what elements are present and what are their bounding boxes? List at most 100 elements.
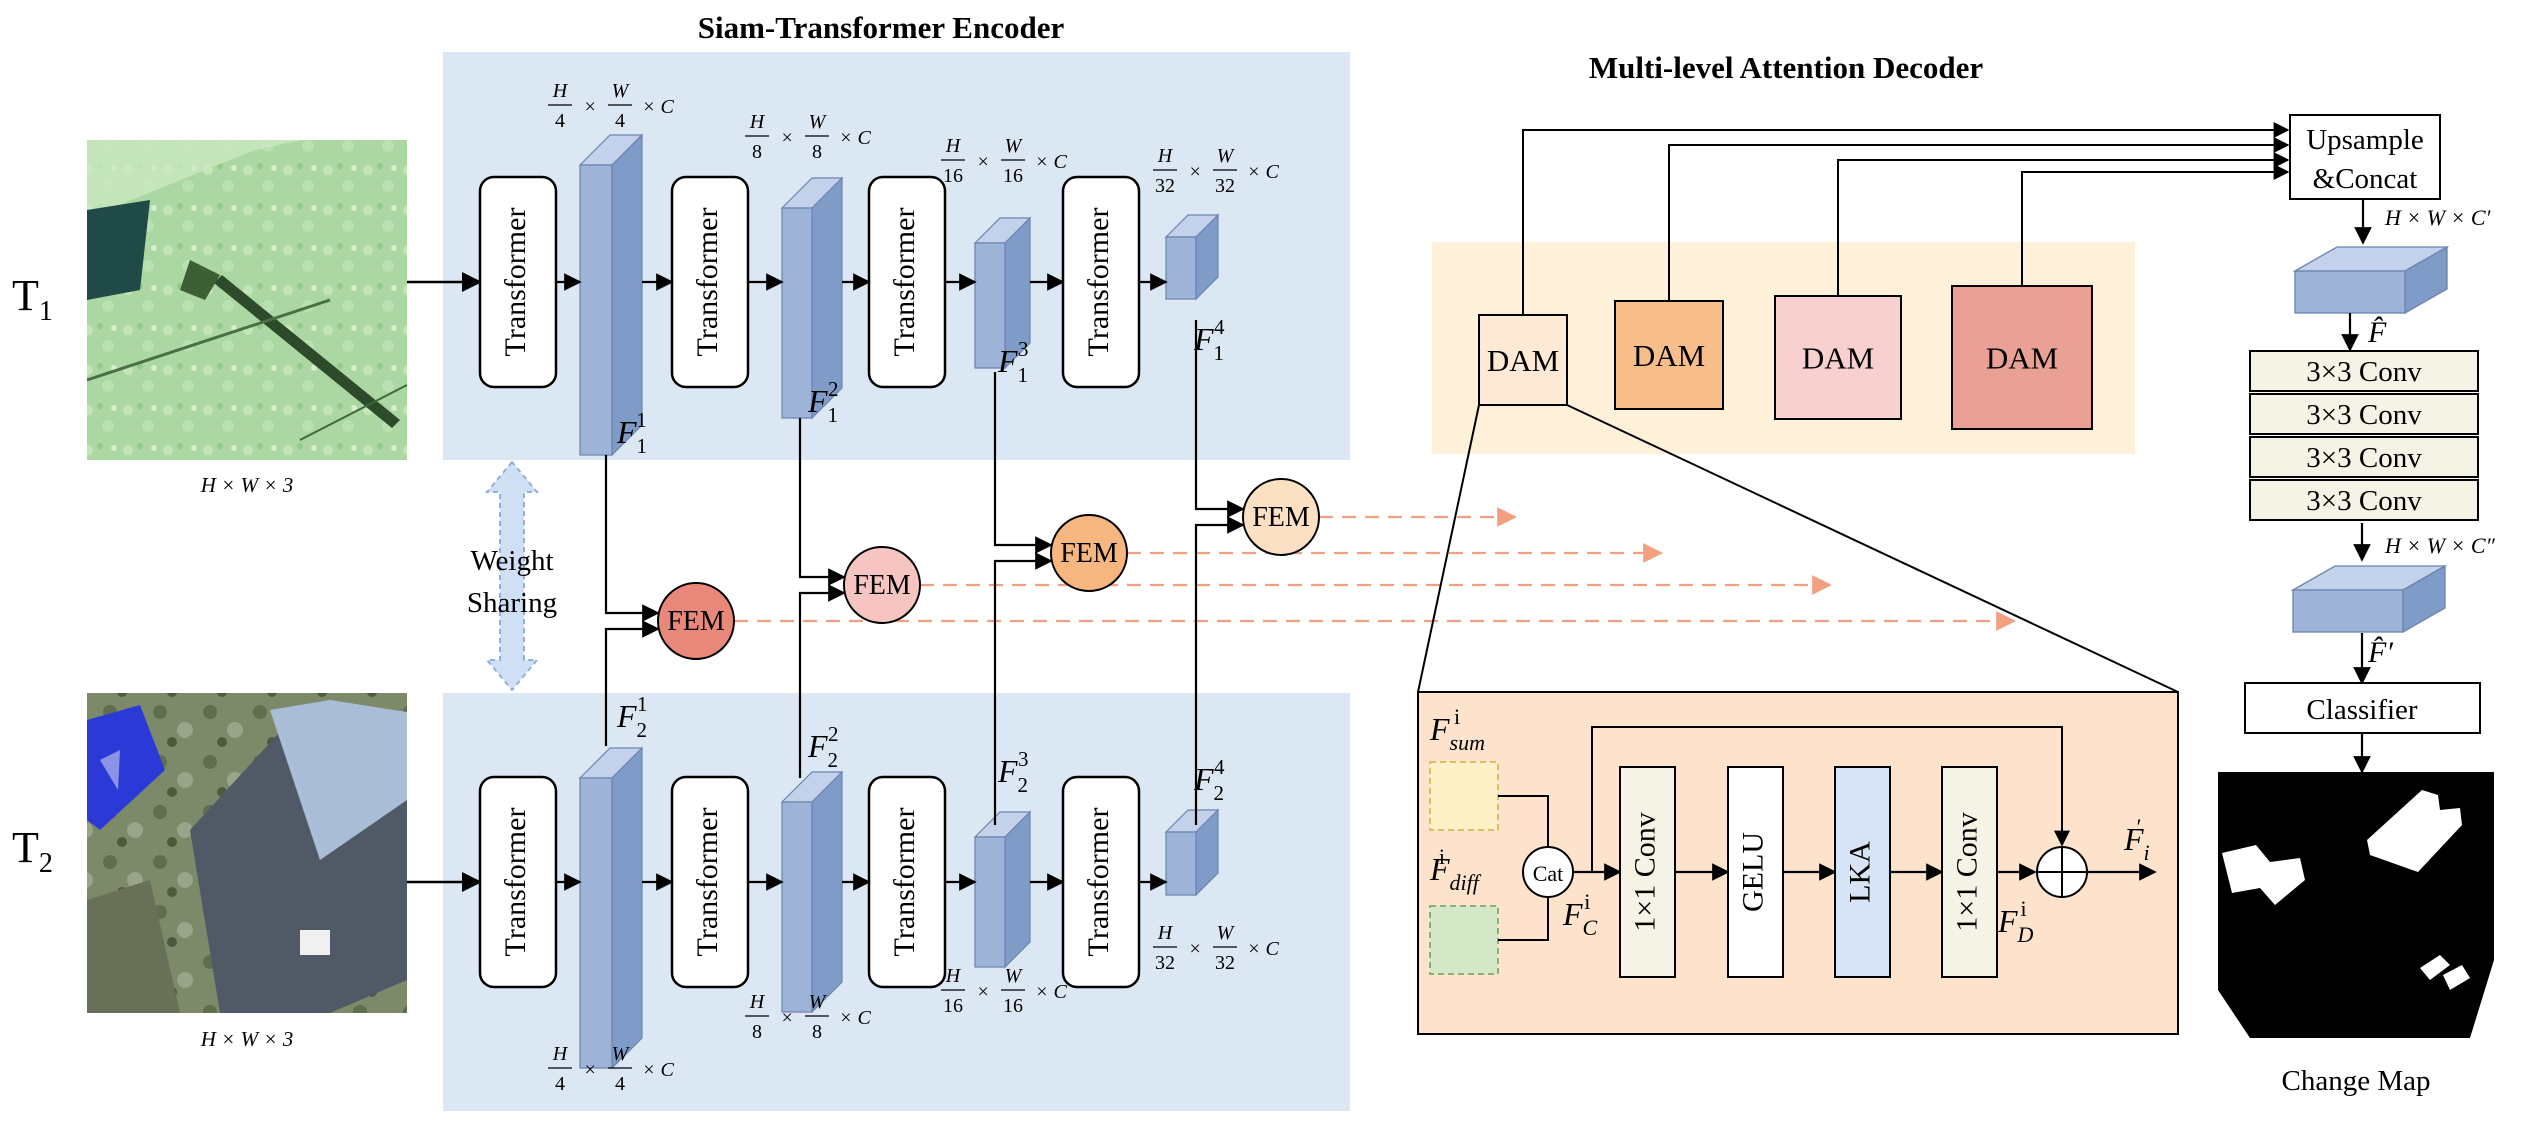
conv3x3-1: 3×3 Conv xyxy=(2249,350,2479,392)
svg-text:DAM: DAM xyxy=(1633,338,1705,373)
dim-c-double-prime: H × W × C″ xyxy=(2384,533,2496,558)
svg-text:8: 8 xyxy=(752,141,762,163)
svg-text:×: × xyxy=(583,1059,597,1081)
svg-text:× C: × C xyxy=(642,1059,674,1081)
feature-label-top-3: F13 xyxy=(997,337,1029,387)
svg-text:16: 16 xyxy=(943,165,963,187)
svg-text:FEM: FEM xyxy=(853,570,911,601)
dim-stage4-bottom: H32×W32× C xyxy=(1153,922,1279,974)
upsample-concat-box xyxy=(2289,114,2441,200)
svg-text:× C: × C xyxy=(1035,151,1067,173)
svg-text:3×3 Conv: 3×3 Conv xyxy=(2306,485,2422,517)
svg-text:W: W xyxy=(1005,965,1024,987)
feature-block-4 xyxy=(1164,808,1220,897)
svg-text:32: 32 xyxy=(1155,175,1175,197)
transformer-1: Transformer xyxy=(478,175,558,389)
svg-text:1×1 Conv: 1×1 Conv xyxy=(1950,812,1983,931)
conv3x3-2: 3×3 Conv xyxy=(2249,393,2479,435)
svg-text:Transformer: Transformer xyxy=(888,808,921,957)
svg-text:W: W xyxy=(1005,135,1024,157)
svg-text:× C: × C xyxy=(839,1007,871,1029)
dim-stage1-top: H4×W4× C xyxy=(548,80,674,132)
svg-text:3×3 Conv: 3×3 Conv xyxy=(2306,399,2422,431)
svg-text:8: 8 xyxy=(812,141,822,163)
t2-label: T2 xyxy=(12,823,53,879)
concat-node: Cat xyxy=(1522,846,1574,898)
svg-text:Transformer: Transformer xyxy=(691,808,724,957)
feature-block-2 xyxy=(780,176,844,420)
svg-text:8: 8 xyxy=(812,1021,822,1043)
svg-text:×: × xyxy=(780,127,794,149)
concat-label: &Concat xyxy=(2313,163,2418,195)
svg-text:× C: × C xyxy=(642,96,674,118)
feature-block-1 xyxy=(578,133,644,457)
feature-label-top-1: F11 xyxy=(616,408,647,458)
svg-text:×: × xyxy=(780,1007,794,1029)
svg-text:4: 4 xyxy=(615,110,625,132)
svg-text:16: 16 xyxy=(1003,165,1023,187)
svg-text:H: H xyxy=(945,965,962,987)
dim-stage3-bottom: H16×W16× C xyxy=(941,965,1067,1017)
refined-feature-block xyxy=(2290,564,2448,634)
conv1x1-first: 1×1 Conv xyxy=(1619,766,1676,978)
svg-text:4: 4 xyxy=(555,110,565,132)
conv3x3-3: 3×3 Conv xyxy=(2249,436,2479,478)
dim-stage2-bottom: H8×W8× C xyxy=(745,991,871,1043)
svg-text:H: H xyxy=(749,991,766,1013)
svg-text:LKA: LKA xyxy=(1843,841,1876,903)
feature-label-bottom-2: F22 xyxy=(807,722,839,772)
svg-text:Classifier: Classifier xyxy=(2306,694,2417,726)
svg-text:1×1 Conv: 1×1 Conv xyxy=(1628,812,1661,931)
add-node xyxy=(2036,846,2088,898)
change-map-image xyxy=(2218,772,2494,1038)
upsample-label: Upsample xyxy=(2306,124,2424,156)
dam-box-4: DAM xyxy=(1951,285,2093,430)
transformer-4: Transformer xyxy=(1061,775,1141,989)
svg-text:H: H xyxy=(749,111,766,133)
transformer-3: Transformer xyxy=(867,775,947,989)
svg-text:W: W xyxy=(809,111,828,133)
svg-text:W: W xyxy=(1217,922,1236,944)
svg-text:Cat: Cat xyxy=(1533,861,1564,886)
svg-text:16: 16 xyxy=(1003,995,1023,1017)
encoder-title: Siam-Transformer Encoder xyxy=(698,10,1065,45)
svg-text:DAM: DAM xyxy=(1487,343,1559,378)
svg-text:×: × xyxy=(976,151,990,173)
transformer-1: Transformer xyxy=(478,775,558,989)
feature-block-3 xyxy=(973,810,1032,969)
dam-box-3: DAM xyxy=(1774,295,1902,420)
input-image-t1 xyxy=(86,140,408,460)
dam-box-1: DAM xyxy=(1478,314,1568,406)
f-sum-label: Fsumi xyxy=(1429,704,1485,755)
svg-text:H: H xyxy=(552,1043,569,1065)
svg-text:4: 4 xyxy=(555,1073,565,1095)
svg-text:FEM: FEM xyxy=(667,606,725,637)
decoder-title: Multi-level Attention Decoder xyxy=(1589,50,1984,85)
svg-text:4: 4 xyxy=(615,1073,625,1095)
svg-text:32: 32 xyxy=(1215,952,1235,974)
feature-label-bottom-4: F24 xyxy=(1193,755,1225,805)
fem-node-3: FEM xyxy=(1050,514,1128,592)
svg-text:Transformer: Transformer xyxy=(1082,808,1115,957)
svg-text:DAM: DAM xyxy=(1986,341,2058,376)
svg-text:×: × xyxy=(583,96,597,118)
f-hat-label: F̂ xyxy=(2367,316,2387,349)
svg-text:Transformer: Transformer xyxy=(1082,208,1115,357)
svg-text:3×3 Conv: 3×3 Conv xyxy=(2306,356,2422,388)
input-image-t2 xyxy=(87,693,407,1013)
dam-modules: DAM DAM DAM DAM xyxy=(1478,122,2290,430)
feature-block-1 xyxy=(578,746,644,1070)
feature-label-top-2: F12 xyxy=(807,377,839,427)
svg-text:H: H xyxy=(552,80,569,102)
fem-node-1: FEM xyxy=(657,582,735,660)
svg-text:8: 8 xyxy=(752,1021,762,1043)
transformer-2: Transformer xyxy=(670,775,750,989)
f-diff-box xyxy=(1429,905,1499,975)
feature-block-3 xyxy=(973,216,1032,370)
f-out-label: Fi′ xyxy=(2123,814,2150,865)
encoder-bottom-branch: Transformer Transformer Transformer Transfo… xyxy=(478,746,1220,1070)
svg-text:H: H xyxy=(945,135,962,157)
